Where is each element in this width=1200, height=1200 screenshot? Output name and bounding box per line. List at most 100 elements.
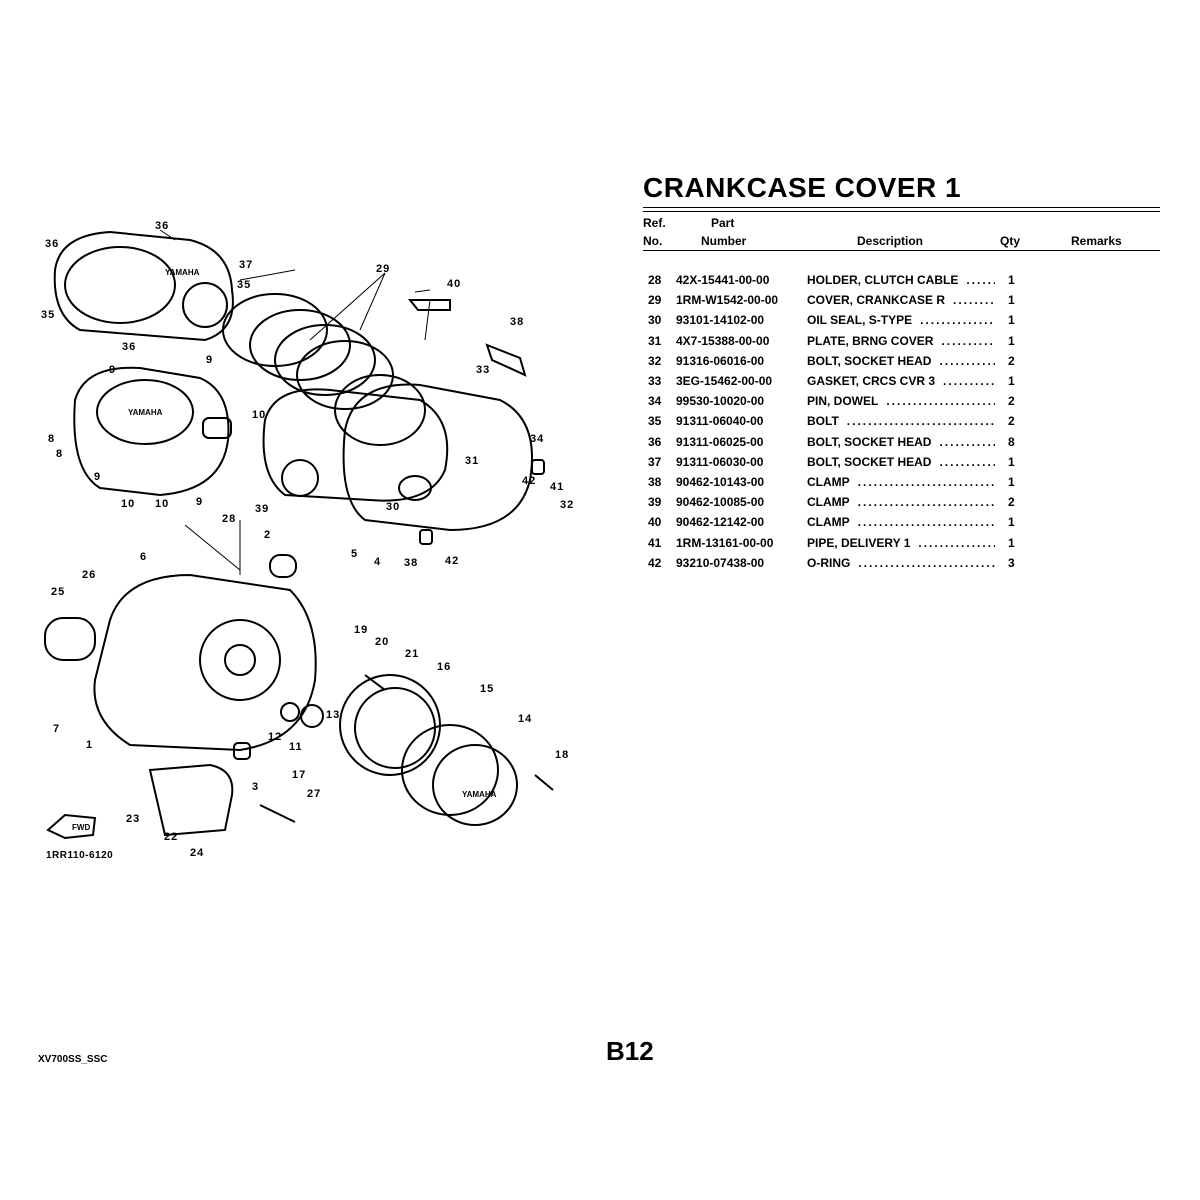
callout: 9 [109, 364, 116, 376]
callout-labels: 1 2 3 4 5 6 7 8 8 9 9 9 9 10 10 10 11 12… [41, 220, 574, 859]
callout: 19 [354, 624, 368, 636]
callout: 28 [222, 513, 236, 525]
part-number: 91311-06040-00 [676, 414, 764, 429]
fwd-label: FWD [72, 823, 90, 832]
part-qty: 2 [1008, 394, 1015, 409]
part-description: OIL SEAL, S-TYPE [807, 313, 913, 328]
callout: 42 [522, 475, 536, 487]
callout: 22 [164, 831, 178, 843]
page-title: CRANKCASE COVER 1 [643, 172, 962, 203]
callout: 37 [239, 259, 253, 271]
header-remarks: Remarks [1071, 234, 1122, 248]
callout: 36 [45, 238, 59, 250]
part-description: BOLT, SOCKET HEAD [807, 353, 932, 368]
brand-mark-text: YAMAHA [462, 790, 497, 799]
callout: 27 [307, 788, 321, 800]
callout: 40 [447, 278, 461, 290]
part-description: BOLT, SOCKET HEAD [807, 434, 932, 449]
leader-dots: ........................................… [857, 515, 995, 530]
part-description: CLAMP [807, 515, 850, 530]
leader-dots: ........................................… [966, 273, 995, 287]
leader-dots: ........................................… [939, 434, 995, 449]
part-qty: 1 [1008, 515, 1015, 530]
leader-dots: ........................................… [943, 374, 995, 388]
part-ref: 35 [648, 414, 662, 429]
header-description: Description [857, 234, 924, 248]
callout: 15 [480, 683, 494, 695]
leader-dots: ........................................… [939, 454, 995, 469]
callout: 23 [126, 813, 140, 825]
part-number: 91311-06030-00 [676, 454, 764, 469]
part-number: 90462-10085-00 [676, 495, 765, 510]
leader-dots: ........................................… [858, 555, 995, 570]
callout: 13 [326, 709, 340, 721]
header-part: Part [711, 216, 735, 230]
callout: 10 [155, 498, 169, 510]
callout: 41 [550, 481, 564, 493]
callout: 6 [140, 551, 147, 563]
callout: 36 [122, 341, 136, 353]
part-number: 42X-15441-00-00 [676, 273, 770, 287]
part-number: 90462-10143-00 [676, 475, 765, 489]
part-qty: 1 [1008, 454, 1015, 469]
part-qty: 1 [1008, 475, 1015, 489]
header-number: Number [701, 234, 747, 248]
part-ref: 40 [648, 515, 662, 530]
callout: 17 [292, 769, 306, 781]
callout: 12 [268, 731, 282, 743]
part-qty: 1 [1008, 535, 1015, 550]
callout: 18 [555, 749, 569, 761]
part-description: COVER, CRANKCASE R [807, 293, 946, 308]
outer-clutch-cover [53, 230, 234, 342]
callout: 11 [289, 741, 303, 753]
part-description: HOLDER, CLUTCH CABLE [807, 273, 959, 287]
callout: 25 [51, 586, 65, 598]
part-qty: 2 [1008, 495, 1015, 510]
part-number: 1RM-13161-00-00 [676, 535, 774, 550]
brand-mark-text: YAMAHA [165, 268, 200, 277]
callout: 14 [518, 713, 532, 725]
callout: 36 [155, 220, 169, 232]
part-number: 4X7-15388-00-00 [676, 333, 770, 348]
part-qty: 2 [1008, 414, 1015, 429]
gasket-crcs-cvr-3 [342, 383, 533, 532]
part-qty: 8 [1008, 434, 1015, 449]
callout: 4 [374, 556, 381, 568]
callout: 9 [206, 354, 213, 366]
leader-dots: ........................................… [918, 535, 995, 550]
callout: 8 [48, 433, 55, 445]
callout: 3 [252, 781, 259, 793]
crankcase-main [93, 573, 317, 752]
leader-dots: ........................................… [920, 313, 995, 328]
callout: 32 [560, 499, 574, 511]
callout: 16 [437, 661, 451, 673]
leader-dots: ........................................… [846, 414, 995, 429]
cover-14 [432, 744, 518, 826]
part-ref: 42 [648, 555, 662, 570]
part-number: 3EG-15462-00-00 [676, 374, 773, 388]
part-ref: 30 [648, 313, 662, 328]
part-qty: 1 [1008, 313, 1015, 328]
header-no: No. [643, 234, 663, 248]
callout: 33 [476, 364, 490, 376]
leader-dots: ........................................… [953, 293, 995, 308]
callout: 24 [190, 847, 204, 859]
part-description: O-RING [807, 555, 851, 570]
leader-dots: ........................................… [939, 353, 995, 368]
part-description: GASKET, CRCS CVR 3 [807, 374, 936, 388]
callout: 10 [121, 498, 135, 510]
leader-dots: ........................................… [886, 394, 995, 409]
callout: 38 [510, 316, 524, 328]
part-qty: 1 [1008, 374, 1015, 388]
callout: 2 [264, 529, 271, 541]
callout: 5 [351, 548, 358, 560]
